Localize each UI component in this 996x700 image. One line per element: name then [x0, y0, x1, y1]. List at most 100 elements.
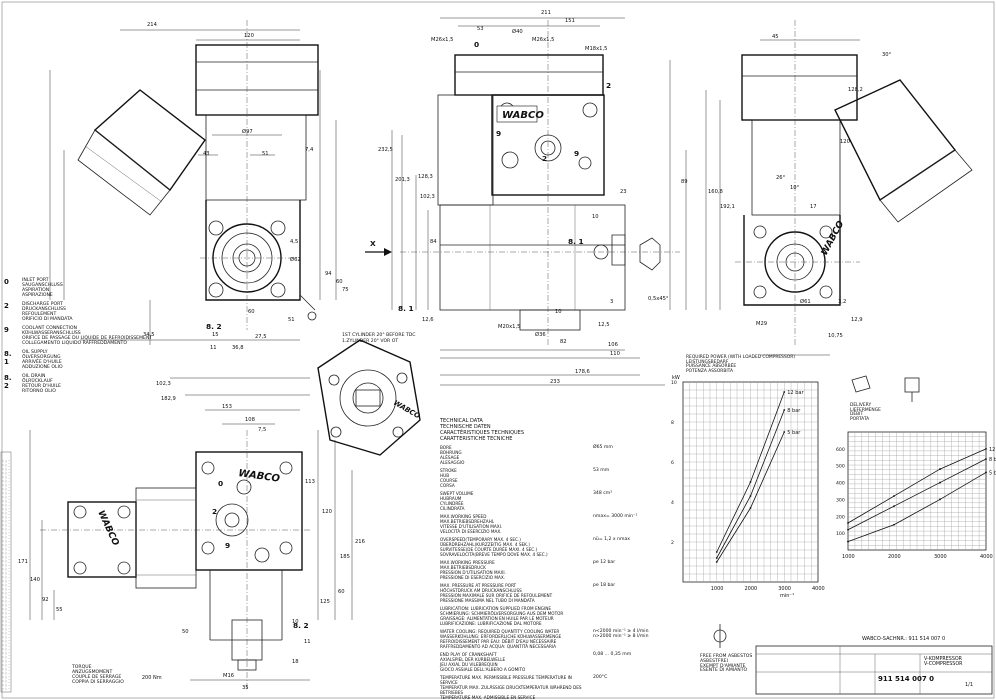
dim-128-3: 128,3 [418, 174, 433, 180]
dim-10: 10 [592, 214, 599, 220]
torque-note: TORQUE ANZUGSMOMENT COUPLE DE SERRAGE CO… [72, 665, 162, 685]
power-point [715, 551, 718, 553]
power-point [715, 557, 718, 559]
delivery-xtick: 4000 [980, 554, 993, 560]
dim-d36: Ø36 [535, 332, 546, 338]
dim-51b: 51 [288, 317, 295, 323]
legend-num-0: 0 [4, 278, 9, 286]
dim-11-b: 11 [304, 639, 311, 645]
tech-row-value: 348 cm³ [593, 491, 613, 496]
delivery-point [939, 481, 941, 484]
dim-55: 55 [56, 607, 63, 613]
legend-text-8-2: OIL DRAIN ÖLRÜCKLAUF RETOUR D'HUILE RITO… [22, 374, 61, 394]
power-ytick: 10 [671, 380, 677, 386]
delivery-xtick: 3000 [934, 554, 947, 560]
power-point [783, 391, 786, 393]
tech-row: WATER COOLING: REQUIRED QUANTITY COOLING… [440, 629, 665, 649]
view-x [317, 339, 421, 456]
dim-120-r: 120 [840, 139, 850, 145]
side-view [365, 17, 687, 386]
tech-heading-en: TECHNICAL DATA [440, 418, 483, 424]
torque-value: 200 Nm [141, 675, 162, 681]
tech-row: MAX. PRESSURE AT PRESSURE PORT HÖCHSTDRU… [440, 583, 665, 603]
chart-power-xlabel: min⁻¹ [780, 593, 795, 599]
wabco-logo-bottom: WABCO WABCO [95, 468, 281, 548]
dim-chamfer: 0,5x45° [648, 296, 669, 302]
callout-2-side: 2 [606, 81, 612, 90]
dim-108: 108 [245, 417, 255, 423]
asbestos-note: FREE FROM ASBESTOS ASBESTFREI EXEMPT D'A… [700, 654, 753, 674]
dim-201-3: 201,3 [395, 177, 410, 183]
power-series-label: 5 bar [787, 430, 801, 436]
title-sheet: 1/1 [965, 682, 974, 688]
dim-211: 211 [541, 10, 551, 16]
right-view [705, 20, 973, 356]
tech-heading-de: TECHNISCHE DATEN [440, 424, 491, 430]
port-legend: 0 INLET PORT SAUGANSCHLUSS ASPIRATION AS… [4, 278, 154, 394]
legend-num-8-1: 8. 1 [4, 350, 12, 366]
callout-9-side-b: 9 [574, 149, 580, 158]
dim-d61: Ø61 [800, 299, 811, 305]
legend-num-2: 2 [4, 302, 9, 310]
dim-d97: Ø97 [242, 129, 253, 135]
title-ref: WABCO-SACHNR.: 911 514 007 0 [862, 636, 946, 642]
dim-153: 153 [222, 404, 232, 410]
delivery-ytick: 300 [836, 497, 845, 503]
dim-232-5: 232,5 [378, 147, 393, 153]
dim-182-9: 182,9 [161, 396, 176, 402]
dim-7-5: 7,5 [258, 427, 267, 433]
tech-row-label: OVERSPEED(TEMPORARY MAX. 4 SEC.) ÜBERDRE… [440, 537, 548, 557]
dim-125: 125 [320, 599, 330, 605]
tech-row-label: MAX. PRESSURE AT PRESSURE PORT HÖCHSTDRU… [440, 583, 553, 603]
dim-233: 233 [550, 379, 560, 385]
tech-row-label: MAX.WORKING SPEED MAX.BETRIEBSDREHZAHL V… [440, 514, 503, 534]
power-ytick: 8 [671, 420, 674, 426]
delivery-series-line [847, 448, 987, 524]
power-point [749, 507, 752, 509]
callout-8-1-side: 8. 1 [568, 237, 584, 246]
wabco-logo-right: WABCO [820, 219, 847, 257]
chart-power-header: REQUIRED POWER (WITH LOADED COMPRESSOR) … [686, 355, 795, 374]
delivery-series-label: 8 bar [989, 457, 996, 463]
dim-12-6: 12,6 [422, 317, 434, 323]
legend-text-8-1: OIL SUPPLY ÖLVERSORGUNG ARRIVÉE D'HUILE … [22, 350, 63, 370]
delivery-series-line [847, 458, 987, 531]
power-point [783, 409, 786, 411]
dim-d40: Ø40 [512, 29, 523, 35]
dim-45: 45 [772, 34, 779, 40]
dim-10-75: 10,75 [828, 333, 843, 339]
dim-m26-a: M26x1,5 [431, 37, 454, 43]
delivery-ytick: 200 [836, 514, 845, 520]
dim-d62: Ø62 [290, 257, 301, 263]
technical-data: TECHNICAL DATA TECHNISCHE DATEN CARACTÉR… [440, 418, 665, 700]
tech-row-value: Ø65 mm [593, 445, 613, 450]
delivery-point [939, 498, 941, 501]
delivery-ytick: 600 [836, 447, 845, 453]
dim-140: 140 [30, 577, 40, 583]
dim-185: 185 [340, 554, 350, 560]
tech-row-label: TEMPERATURE MAX. PERMISSIBLE PRESSURE TE… [440, 675, 582, 700]
dim-151: 151 [565, 18, 575, 24]
dim-92: 92 [42, 597, 49, 603]
dim-10b: 10 [555, 309, 562, 315]
power-series-label: 8 bar [787, 408, 801, 414]
dim-60-b: 60 [338, 589, 345, 595]
tech-row: OVERSPEED(TEMPORARY MAX. 4 SEC.) ÜBERDRE… [440, 537, 665, 557]
chart-delivery-header: DELIVERY LIEFERMENGE DÉBIT PORTATA [850, 403, 881, 422]
side-strip [0, 451, 12, 693]
legend-num-8-2: 8. 2 [4, 374, 12, 390]
dim-75: 75 [342, 287, 349, 293]
dim-128-2: 128,2 [848, 87, 863, 93]
dim-84: 84 [430, 239, 437, 245]
tech-row-value: 53 mm [593, 468, 610, 473]
dim-18: 18 [292, 659, 299, 665]
callout-0-side: 0 [474, 40, 480, 49]
delivery-ytick: 100 [836, 531, 845, 537]
tech-heading-fr: CARACTÉRISTIQUES TECHNIQUES [440, 430, 524, 436]
tech-row: TEMPERATURE MAX. PERMISSIBLE PRESSURE TE… [440, 675, 665, 700]
delivery-point [847, 528, 849, 531]
delivery-series-label: 12 bar [989, 447, 996, 453]
